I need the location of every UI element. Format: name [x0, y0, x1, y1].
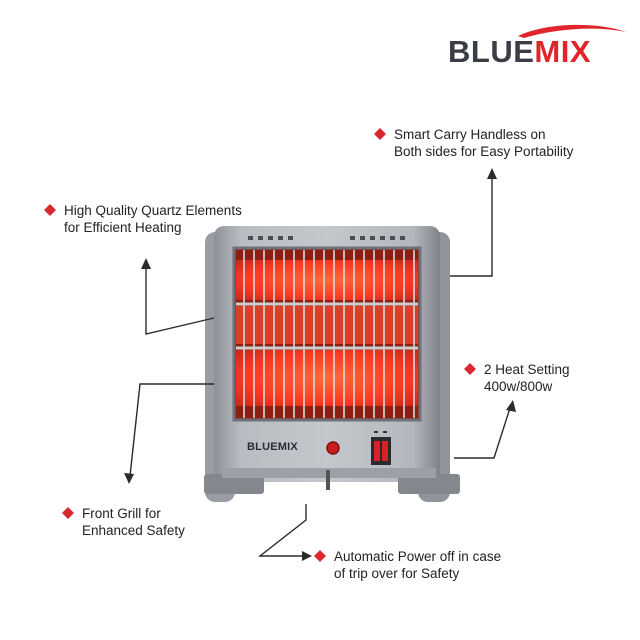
logo-text-mix: MIX	[534, 34, 592, 69]
front-grill	[236, 250, 418, 418]
arrowhead-icon	[141, 258, 151, 269]
quartz-element-bottom	[236, 350, 418, 406]
top-vents	[248, 236, 405, 240]
feature-text-line2: Enhanced Safety	[82, 523, 185, 538]
feature-text-line2: for Efficient Heating	[64, 220, 182, 235]
heater-brand-label: BLUEMIX	[247, 441, 298, 453]
feature-front-grill: Front Grill for Enhanced Safety	[62, 505, 185, 539]
feature-text-line2: of trip over for Safety	[334, 566, 460, 581]
arrowhead-icon	[124, 473, 134, 484]
feature-text-line2: Both sides for Easy Portability	[394, 144, 574, 159]
feature-quartz-elements: High Quality Quartz Elements for Efficie…	[44, 202, 242, 236]
feature-heat-setting: 2 Heat Setting 400w/800w	[464, 361, 570, 395]
arrowhead-icon	[487, 168, 497, 179]
feature-carry-handles: Smart Carry Handless on Both sides for E…	[374, 126, 574, 160]
right-foot	[398, 474, 460, 494]
left-foot	[204, 474, 264, 494]
feature-text-line1: Front Grill for	[82, 506, 161, 521]
feature-text-line1: Smart Carry Handless on	[394, 127, 546, 142]
red-diamond-icon	[44, 204, 56, 216]
feature-text-line1: Automatic Power off in case	[334, 549, 502, 564]
feature-auto-power-off: Automatic Power off in case of trip over…	[314, 548, 502, 582]
feature-text-line2: 400w/800w	[484, 379, 553, 394]
quartz-element-top	[236, 260, 418, 300]
feature-text-line1: 2 Heat Setting	[484, 362, 570, 377]
arrowhead-icon	[506, 400, 516, 412]
arrowhead-icon	[302, 551, 312, 561]
power-indicator-icon	[326, 441, 340, 455]
logo-text-blue: BLUE	[448, 34, 535, 69]
red-diamond-icon	[464, 363, 476, 375]
red-diamond-icon	[374, 128, 386, 140]
red-diamond-icon	[62, 507, 74, 519]
feature-text-line1: High Quality Quartz Elements	[64, 203, 242, 218]
logo-swoosh-icon	[518, 24, 626, 38]
tip-over-switch	[326, 470, 330, 490]
heat-switch-panel	[371, 431, 391, 465]
red-diamond-icon	[314, 550, 326, 562]
brand-logo: BLUEMIX	[448, 24, 638, 70]
